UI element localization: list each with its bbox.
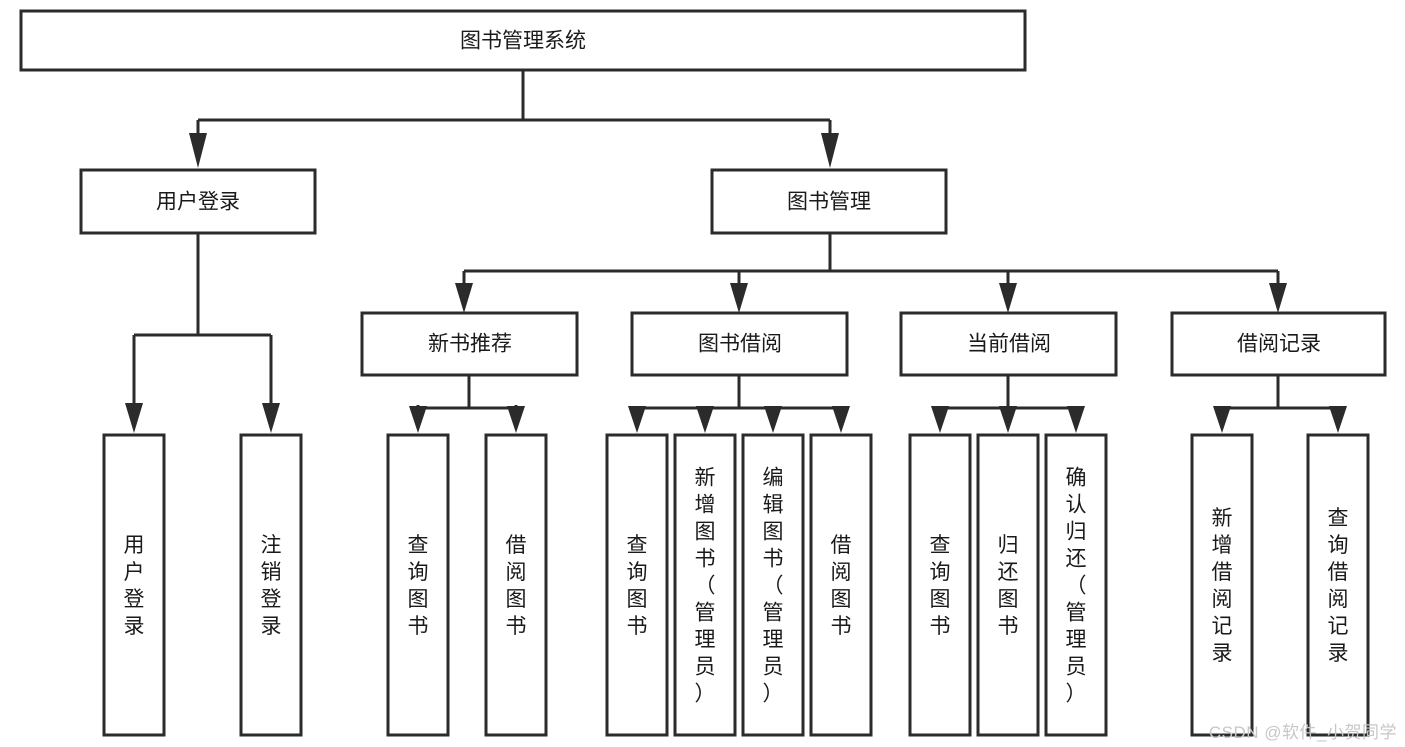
book-borrow-box[interactable] [630, 311, 849, 377]
borrow-record-label: 借阅记录 [1237, 333, 1321, 356]
leaf-box[interactable] [976, 433, 1040, 737]
leaf-label: 编辑图书（管理员） [763, 467, 784, 706]
node-book-borrow[interactable]: 图书借阅 [630, 311, 849, 377]
leaf-label: 归还图书 [998, 534, 1019, 638]
arrow-to-new-book-recommend [455, 283, 473, 313]
leaf-label: 查询图书 [408, 534, 429, 638]
leaf-new-book-1[interactable]: 查询图书 [386, 433, 450, 737]
leaf-box[interactable] [605, 433, 669, 737]
node-current-borrow[interactable]: 当前借阅 [899, 311, 1118, 377]
node-root[interactable]: 图书管理系统 [19, 9, 1027, 72]
leaf-label: 确认归还（管理员） [1066, 467, 1087, 706]
new-book-recommend-label: 新书推荐 [428, 333, 512, 356]
arrow-user-login-leaf-2 [262, 403, 280, 433]
arrow-borrow-record-leaf-1 [1213, 406, 1231, 433]
leaf-current-borrow-3[interactable]: 确认归还（管理员） [1044, 433, 1108, 737]
leaf-box[interactable] [1044, 433, 1108, 737]
leaf-label: 查询图书 [930, 534, 951, 638]
arrow-to-borrow-record [1269, 283, 1287, 313]
leaf-current-borrow-1[interactable]: 查询图书 [908, 433, 972, 737]
node-book-manage[interactable]: 图书管理 [710, 168, 948, 235]
leaf-box[interactable] [741, 433, 805, 737]
current-borrow-label: 当前借阅 [967, 333, 1051, 356]
leaf-current-borrow-2[interactable]: 归还图书 [976, 433, 1040, 737]
leaf-book-borrow-1[interactable]: 查询图书 [605, 433, 669, 737]
leaf-box[interactable] [386, 433, 450, 737]
leaf-user-login-2[interactable]: 注销登录 [239, 433, 303, 737]
borrow-record-box[interactable] [1170, 311, 1387, 377]
leaf-user-login-1[interactable]: 用户登录 [102, 433, 166, 737]
arrow-current-borrow-leaf-1 [931, 406, 949, 433]
leaf-box[interactable] [239, 433, 303, 737]
current-borrow-box[interactable] [899, 311, 1118, 377]
root-label: 图书管理系统 [460, 30, 586, 53]
arrow-to-current-borrow [999, 283, 1017, 313]
arrow-book-borrow-leaf-1 [628, 406, 646, 433]
node-user-login[interactable]: 用户登录 [79, 168, 317, 235]
leaf-box[interactable] [809, 433, 873, 737]
arrow-new-book-leaf-2 [507, 406, 525, 433]
leaf-label: 查询图书 [627, 534, 648, 638]
leaf-box[interactable] [1190, 433, 1254, 737]
leaf-book-borrow-2[interactable]: 新增图书（管理员） [673, 433, 737, 737]
leaf-label: 用户登录 [124, 534, 145, 638]
leaf-box[interactable] [908, 433, 972, 737]
node-new-book-recommend[interactable]: 新书推荐 [360, 311, 579, 377]
book-manage-box[interactable] [710, 168, 948, 235]
leaf-label: 注销登录 [261, 534, 282, 638]
leaf-new-book-2[interactable]: 借阅图书 [484, 433, 548, 737]
user-login-label: 用户登录 [156, 191, 240, 214]
arrow-book-borrow-leaf-4 [832, 406, 850, 433]
arrow-to-user-login [189, 133, 207, 168]
new-book-recommend-box[interactable] [360, 311, 579, 377]
leaf-borrow-record-2[interactable]: 查询借阅记录 [1306, 433, 1370, 737]
arrow-current-borrow-leaf-3 [1067, 406, 1085, 433]
leaf-box[interactable] [673, 433, 737, 737]
arrow-current-borrow-leaf-2 [999, 406, 1017, 433]
csdn-watermark: CSDN @软件_小贺同学 [1208, 723, 1397, 742]
root-box[interactable] [19, 9, 1027, 72]
arrow-new-book-leaf-1 [409, 406, 427, 433]
arrow-to-book-borrow [730, 283, 748, 313]
leaf-box[interactable] [1306, 433, 1370, 737]
arrow-to-book-manage [821, 133, 839, 168]
leaf-label: 借阅图书 [831, 534, 852, 638]
leaf-box[interactable] [102, 433, 166, 737]
leaf-box[interactable] [484, 433, 548, 737]
edge-layer [125, 70, 1347, 433]
leaf-label: 借阅图书 [506, 534, 527, 638]
node-borrow-record[interactable]: 借阅记录 [1170, 311, 1387, 377]
book-manage-label: 图书管理 [787, 191, 871, 214]
arrow-book-borrow-leaf-2 [696, 406, 714, 433]
leaf-book-borrow-4[interactable]: 借阅图书 [809, 433, 873, 737]
arrow-user-login-leaf-1 [125, 403, 143, 433]
arrow-borrow-record-leaf-2 [1329, 406, 1347, 433]
arrow-book-borrow-leaf-3 [764, 406, 782, 433]
leaf-label: 新增借阅记录 [1212, 507, 1233, 665]
book-borrow-label: 图书借阅 [698, 333, 782, 356]
leaf-label: 查询借阅记录 [1328, 507, 1349, 665]
leaf-label: 新增图书（管理员） [695, 467, 716, 706]
leaf-book-borrow-3[interactable]: 编辑图书（管理员） [741, 433, 805, 737]
user-login-box[interactable] [79, 168, 317, 235]
leaf-borrow-record-1[interactable]: 新增借阅记录 [1190, 433, 1254, 737]
